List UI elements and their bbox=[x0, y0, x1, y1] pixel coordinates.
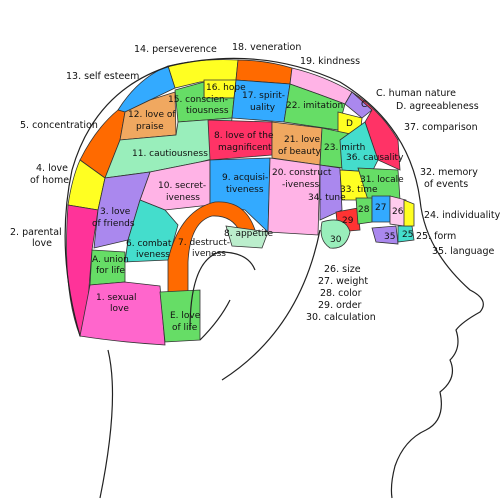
region-love-of-praise bbox=[119, 91, 177, 141]
region-label-31: 31. locale bbox=[360, 175, 404, 185]
region-label-8a: 8. love of the bbox=[214, 131, 274, 141]
region-label-9a: 9. acquisi- bbox=[222, 173, 268, 183]
region-label-28: 28 bbox=[358, 205, 370, 215]
region-label-Ab: for life bbox=[96, 266, 125, 276]
label-28: 28. color bbox=[320, 288, 362, 299]
region-label-Aa: A. union bbox=[92, 255, 129, 265]
label-4a: 4. love bbox=[36, 163, 68, 174]
region-label-30: 30 bbox=[330, 235, 342, 245]
label-27: 27. weight bbox=[318, 276, 368, 287]
external-labels: 14. perseverence 18. veneration 19. kind… bbox=[10, 42, 500, 323]
region-label-3a: 3. love bbox=[100, 207, 131, 217]
skull-outline bbox=[64, 57, 484, 499]
region-label-D: D bbox=[346, 119, 353, 129]
label-2b: love bbox=[32, 238, 52, 249]
region-constructiveness bbox=[267, 157, 321, 236]
region-label-Ea: E. love bbox=[170, 311, 201, 321]
region-label-10a: 10. secret- bbox=[158, 181, 206, 191]
label-D: D. agreeableness bbox=[396, 101, 479, 112]
region-label-11: 11. cautiousness bbox=[132, 149, 208, 159]
region-label-Eb: of life bbox=[172, 323, 198, 333]
region-label-7b: iveness bbox=[192, 249, 226, 259]
label-19: 19. kindness bbox=[300, 56, 360, 67]
region-35 bbox=[371, 225, 399, 245]
region-label-35: 35 bbox=[384, 232, 395, 242]
label-29: 29. order bbox=[318, 300, 362, 311]
region-label-27: 27 bbox=[375, 203, 386, 213]
region-label-9b: tiveness bbox=[226, 185, 264, 195]
region-label-1b: love bbox=[110, 304, 129, 314]
region-causality bbox=[339, 121, 379, 173]
label-26: 26. size bbox=[324, 264, 361, 275]
region-label-6a: 6. combat bbox=[126, 239, 172, 249]
label-14: 14. perseverence bbox=[134, 44, 217, 55]
label-C: C. human nature bbox=[376, 88, 456, 99]
label-18: 18. veneration bbox=[232, 42, 301, 53]
label-5: 5. concentration bbox=[20, 120, 98, 131]
head-outline bbox=[64, 57, 484, 499]
label-30: 30. calculation bbox=[306, 312, 376, 323]
region-label-33: 33. time bbox=[340, 185, 378, 195]
ear-outline bbox=[189, 251, 256, 331]
region-label-22: 22. imitation bbox=[286, 101, 343, 111]
label-37: 37. comparison bbox=[404, 122, 478, 133]
label-32a: 32. memory bbox=[420, 167, 478, 178]
region-tune bbox=[319, 164, 343, 221]
region-labels: 16. hope 15. conscien- tiousness 17. spi… bbox=[92, 83, 413, 333]
label-25: 25. form bbox=[416, 231, 456, 242]
region-label-21b: of beauty bbox=[278, 147, 322, 157]
region-label-17a: 17. spirit- bbox=[242, 91, 285, 101]
region-label-17b: uality bbox=[250, 103, 276, 113]
jaw-outline bbox=[221, 229, 321, 381]
label-13: 13. self esteem bbox=[66, 71, 139, 82]
region-label-23: 23. mirth bbox=[324, 143, 365, 153]
region-label-34: 34. tune bbox=[308, 193, 346, 203]
region-label-7a: 7. destruct- bbox=[178, 238, 230, 248]
region-label-6b: iveness bbox=[136, 250, 170, 260]
label-24: 24. individuality bbox=[424, 210, 500, 221]
region-label-15a: 15. conscien- bbox=[168, 95, 228, 105]
region-label-25: 25 bbox=[402, 230, 413, 240]
region-label-8c: 8. appetite bbox=[224, 229, 273, 239]
brain-regions bbox=[66, 59, 415, 346]
label-35: 35. language bbox=[432, 246, 495, 257]
region-30 bbox=[320, 219, 351, 249]
region-label-36: 36. causality bbox=[346, 153, 404, 163]
label-2a: 2. parental bbox=[10, 227, 62, 238]
region-label-26: 26 bbox=[392, 207, 404, 217]
region-appetite bbox=[225, 225, 269, 249]
region-acquisitiveness bbox=[209, 157, 271, 233]
region-label-21a: 21. love bbox=[284, 135, 321, 145]
region-label-12b: praise bbox=[136, 122, 164, 132]
region-24-tip bbox=[403, 199, 415, 227]
region-label-3b: of friends bbox=[92, 219, 135, 229]
label-4b: of home bbox=[30, 175, 69, 186]
neck-back-outline bbox=[99, 349, 114, 499]
region-label-C: C bbox=[361, 100, 367, 110]
brain-base-outline bbox=[199, 299, 231, 341]
region-label-12a: 12. love of bbox=[128, 110, 176, 120]
region-label-20b: -iveness bbox=[282, 180, 320, 190]
region-label-10b: iveness bbox=[166, 193, 200, 203]
region-label-8b: magnificent bbox=[218, 143, 272, 153]
region-label-1a: 1. sexual bbox=[96, 293, 137, 303]
region-label-29: 29 bbox=[342, 216, 354, 226]
region-label-16: 16. hope bbox=[206, 83, 246, 93]
label-32b: of events bbox=[424, 179, 468, 190]
region-label-15b: tiousness bbox=[186, 106, 229, 116]
region-label-20a: 20. construct bbox=[272, 168, 332, 178]
